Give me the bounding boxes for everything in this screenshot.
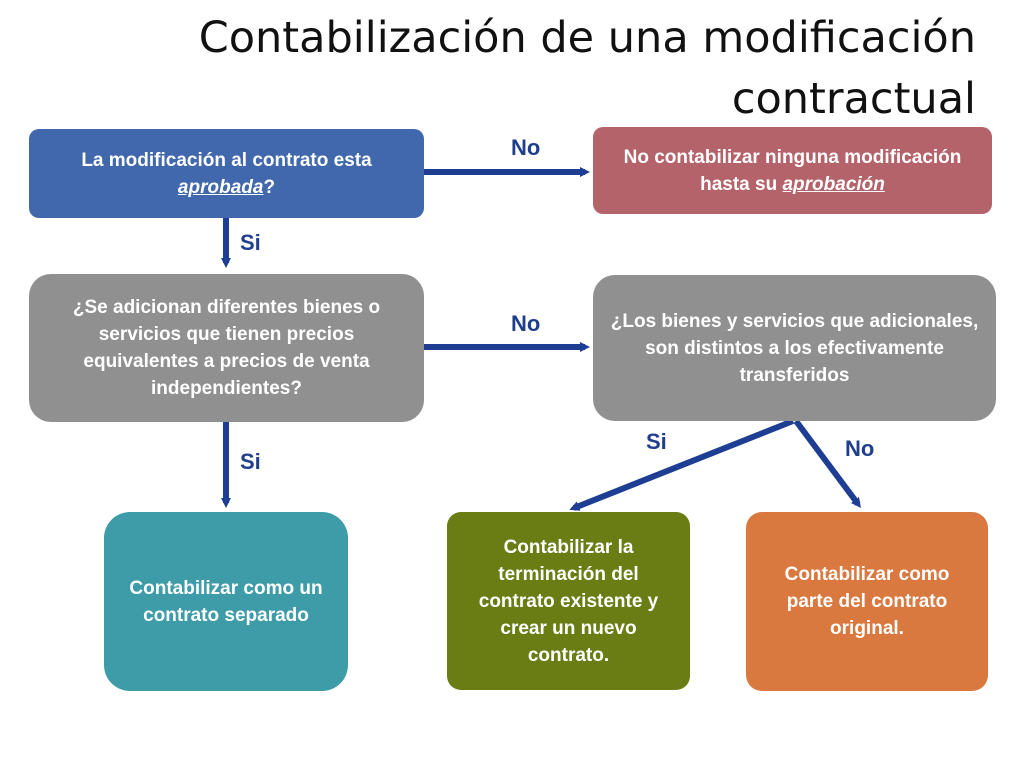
- box-terminacion-contrato: Contabilizar la terminación del contrato…: [447, 512, 690, 690]
- box-contrato-original: Contabilizar como parte del contrato ori…: [746, 512, 988, 691]
- box-bienes-servicios: ¿Se adicionan diferentes bienes o servic…: [29, 274, 424, 422]
- arrow-distintos-si: [569, 418, 795, 511]
- box-bienes-distintos: ¿Los bienes y servicios que adicionales,…: [593, 275, 996, 421]
- box-no-contabilizar: No contabilizar ninguna modificación has…: [593, 127, 992, 214]
- title-line-2: contractual: [731, 74, 976, 124]
- aprobacion-emphasis: aprobación: [782, 173, 885, 195]
- aprobada-emphasis: aprobada: [177, 176, 264, 198]
- label-no-distintos: No: [845, 436, 875, 461]
- box-contrato-aprobado: La modificación al contrato esta aprobad…: [29, 129, 424, 218]
- label-si-distintos: Si: [646, 429, 667, 454]
- box-contrato-separado: Contabilizar como un contrato separado: [104, 512, 348, 691]
- label-si-bienes: Si: [240, 449, 261, 474]
- title-line-1: Contabilización de una modificación: [198, 13, 976, 63]
- page-title: Contabilización de una modificación cont…: [76, 8, 976, 130]
- arrow-distintos-no: [793, 419, 861, 509]
- label-no-aprobada: No: [511, 135, 541, 160]
- label-si-aprobada: Si: [240, 230, 261, 255]
- label-no-bienes: No: [511, 311, 541, 336]
